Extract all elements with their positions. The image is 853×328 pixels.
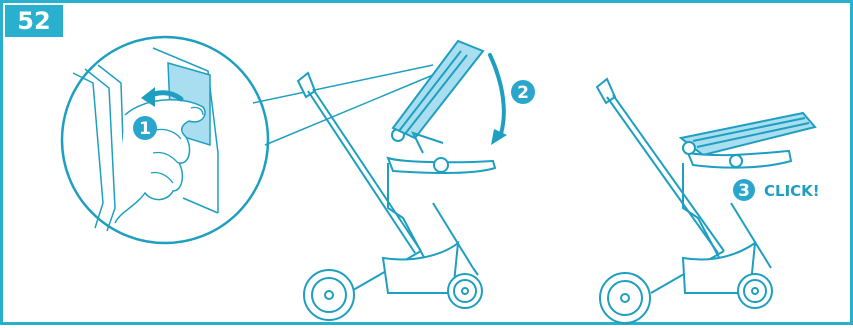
magnified-detail [62,37,268,243]
leader-line-top [253,65,433,103]
rotate-arrow-icon [490,55,507,145]
instruction-illustration: 1 [3,3,853,328]
stroller-before [298,41,495,320]
callout-1-number: 1 [139,119,151,139]
callout-3: 3 CLICK! [733,179,820,201]
click-label: CLICK! [764,182,820,200]
stroller-after [597,79,815,323]
callout-1: 1 [133,116,157,140]
callout-2: 2 [511,80,535,104]
callout-3-number: 3 [738,181,750,201]
callout-2-number: 2 [517,83,529,103]
